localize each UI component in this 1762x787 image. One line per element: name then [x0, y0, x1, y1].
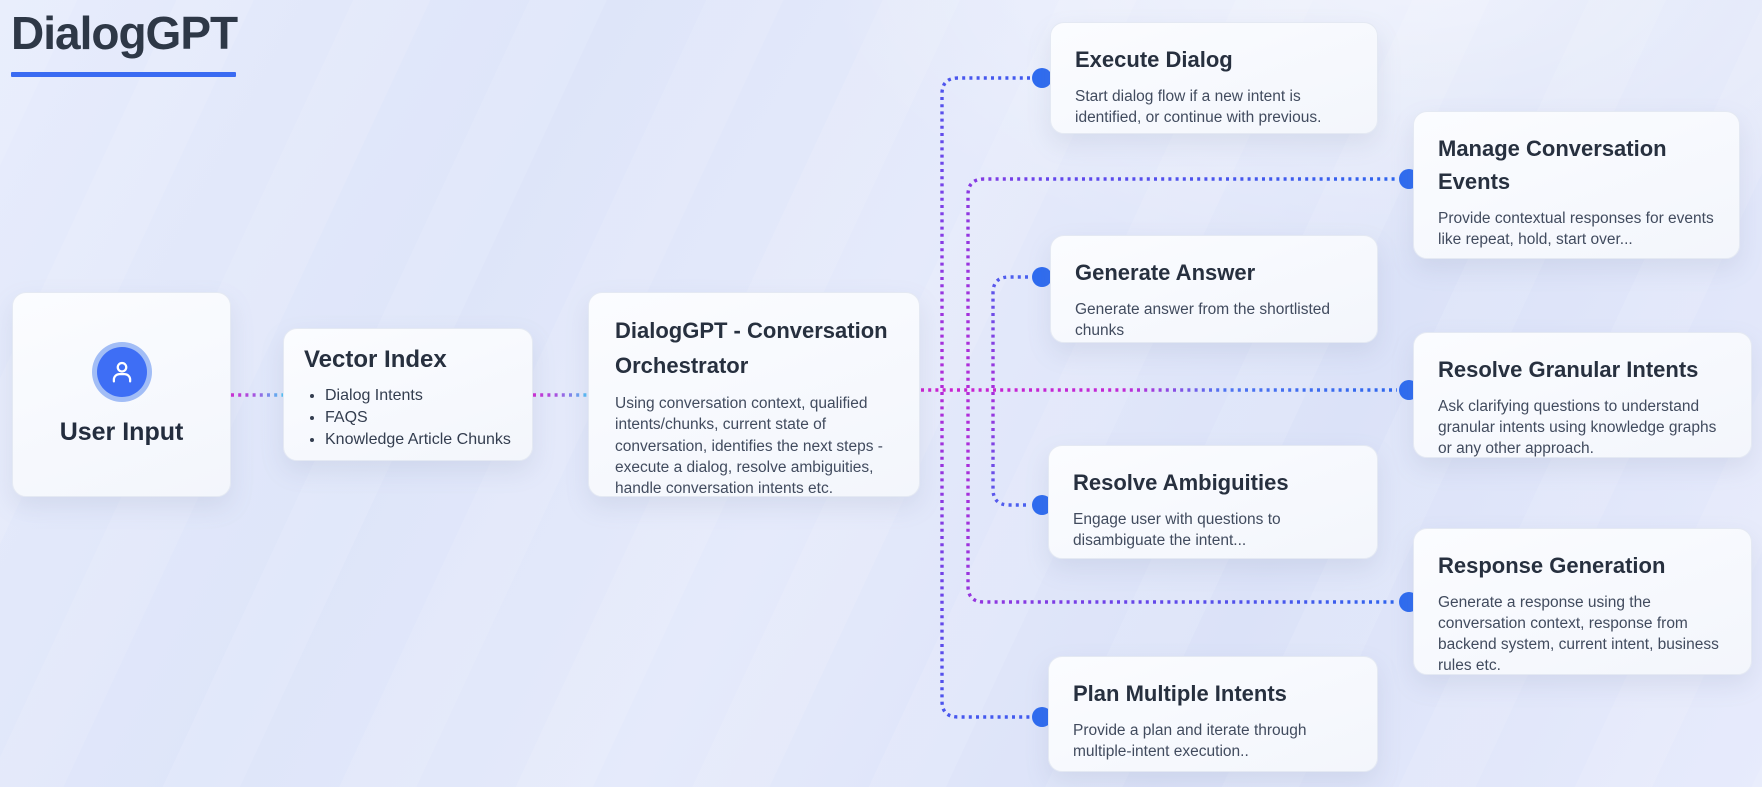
edge-orchestrator-to-plan-multiple: [940, 392, 1030, 719]
node-vector-index: Vector Index Dialog Intents FAQS Knowled…: [283, 328, 533, 461]
title-underline: [11, 72, 236, 77]
node-description: Engage user with questions to disambigua…: [1073, 511, 1281, 550]
node-title: Execute Dialog: [1075, 47, 1233, 72]
node-orchestrator: DialogGPT - Conversation Orchestrator Us…: [588, 292, 920, 497]
node-title: Plan Multiple Intents: [1073, 681, 1287, 706]
node-title: Vector Index: [304, 346, 447, 373]
endpoint-dot-execute-dialog: [1032, 68, 1052, 88]
node-description: Ask clarifying questions to understand g…: [1438, 398, 1717, 458]
list-item: Knowledge Article Chunks: [325, 429, 512, 451]
node-resolve-granular-intents: Resolve Granular Intents Ask clarifying …: [1413, 332, 1752, 458]
node-description: Start dialog flow if a new intent is ide…: [1075, 88, 1322, 127]
node-description: Generate answer from the shortlisted chu…: [1075, 301, 1331, 340]
node-user-input: User Input: [12, 292, 231, 497]
endpoint-dot-generate-answer: [1032, 267, 1052, 287]
page-title-block: DialogGPT: [11, 6, 238, 77]
page-title: DialogGPT: [11, 7, 238, 59]
node-description: Provide contextual responses for events …: [1438, 210, 1714, 249]
node-title: Resolve Ambiguities: [1073, 470, 1289, 495]
edge-orchestrator-to-execute-dialog: [940, 76, 1030, 388]
node-plan-multiple-intents: Plan Multiple Intents Provide a plan and…: [1048, 656, 1378, 772]
edge-orchestrator-to-generate-answer: [991, 275, 1030, 388]
node-manage-conversation-events: Manage Conversation Events Provide conte…: [1413, 111, 1740, 259]
node-description: Using conversation context, qualified in…: [615, 395, 883, 497]
node-generate-answer: Generate Answer Generate answer from the…: [1050, 235, 1378, 343]
node-title: Response Generation: [1438, 553, 1666, 578]
vector-index-list: Dialog Intents FAQS Knowledge Article Ch…: [304, 385, 512, 451]
user-icon: [96, 347, 147, 397]
list-item: Dialog Intents: [325, 385, 512, 407]
node-title: Resolve Granular Intents: [1438, 357, 1699, 382]
edge-orchestrator-to-manage-events: [966, 177, 1397, 388]
edge-orchestrator-to-resolve-ambiguities: [991, 392, 1030, 507]
endpoint-dot-resolve-ambiguities: [1032, 495, 1052, 515]
node-response-generation: Response Generation Generate a response …: [1413, 528, 1752, 675]
node-description: Generate a response using the conversati…: [1438, 594, 1719, 675]
node-resolve-ambiguities: Resolve Ambiguities Engage user with que…: [1048, 445, 1378, 559]
node-title: Generate Answer: [1075, 260, 1256, 285]
endpoint-dot-plan-multiple: [1032, 707, 1052, 727]
list-item: FAQS: [325, 407, 512, 429]
node-title: DialogGPT - Conversation Orchestrator: [615, 318, 888, 379]
node-label: User Input: [59, 418, 184, 446]
node-title: Manage Conversation Events: [1438, 136, 1667, 194]
avatar-ring: [91, 342, 152, 402]
node-execute-dialog: Execute Dialog Start dialog flow if a ne…: [1050, 22, 1378, 134]
node-description: Provide a plan and iterate through multi…: [1073, 722, 1307, 761]
